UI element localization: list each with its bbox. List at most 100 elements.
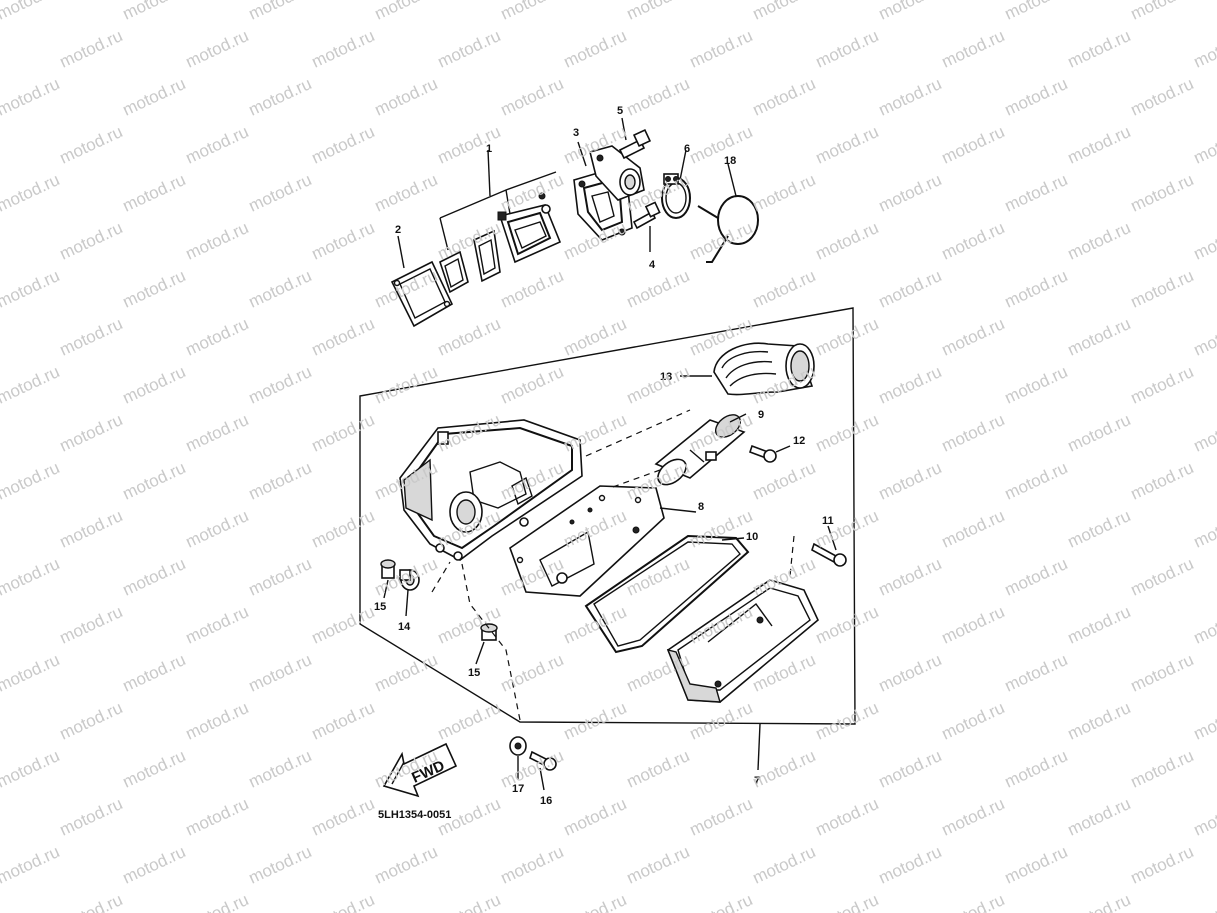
watermark-text: motod.ru <box>57 26 126 72</box>
washer-part-17 <box>509 736 527 756</box>
watermark-text: motod.ru <box>1002 746 1071 792</box>
watermark-text: motod.ru <box>687 890 756 913</box>
watermark-text: motod.ru <box>750 0 819 24</box>
watermark-text: motod.ru <box>750 842 819 888</box>
watermark-text: motod.ru <box>687 506 756 552</box>
watermark-text: motod.ru <box>1128 0 1197 24</box>
watermark-text: motod.ru <box>1002 650 1071 696</box>
watermark-text: motod.ru <box>57 698 126 744</box>
air-box-cover <box>666 579 819 703</box>
watermark-text: motod.ru <box>750 746 819 792</box>
joint-tube-part-9 <box>654 414 746 486</box>
watermark-text: motod.ru <box>939 506 1008 552</box>
watermark-text: motod.ru <box>309 410 378 456</box>
watermark-text: motod.ru <box>120 842 189 888</box>
watermark-text: motod.ru <box>624 842 693 888</box>
watermark-text: motod.ru <box>246 458 315 504</box>
watermark-text: motod.ru <box>876 458 945 504</box>
watermark-text: motod.ru <box>183 794 252 840</box>
watermark-text: motod.ru <box>309 794 378 840</box>
watermark-text: motod.ru <box>309 890 378 913</box>
watermark-text: motod.ru <box>561 314 630 360</box>
leader-lines <box>383 117 837 791</box>
watermark-text: motod.ru <box>876 74 945 120</box>
watermark-text: motod.ru <box>246 362 315 408</box>
watermark-text: motod.ru <box>876 650 945 696</box>
watermark-text: motod.ru <box>0 0 62 24</box>
watermark-text: motod.ru <box>1128 554 1197 600</box>
watermark-text: motod.ru <box>813 218 882 264</box>
callout-17: 17 <box>512 783 524 795</box>
wire-clip-part-18 <box>697 195 759 263</box>
watermark-text: motod.ru <box>120 170 189 216</box>
watermark-text: motod.ru <box>1128 458 1197 504</box>
watermark-text: motod.ru <box>309 698 378 744</box>
watermark-text: motod.ru <box>750 170 819 216</box>
watermark-text: motod.ru <box>57 218 126 264</box>
watermark-text: motod.ru <box>120 746 189 792</box>
watermark-text: motod.ru <box>624 0 693 24</box>
watermark-text: motod.ru <box>498 266 567 312</box>
callout-1: 1 <box>486 143 492 155</box>
watermark-text: motod.ru <box>309 314 378 360</box>
watermark-text: motod.ru <box>1002 170 1071 216</box>
intake-boot-part-13 <box>713 342 815 396</box>
watermark-text: motod.ru <box>120 554 189 600</box>
watermark-text: motod.ru <box>183 602 252 648</box>
watermark-text: motod.ru <box>183 314 252 360</box>
watermark-text: motod.ru <box>624 746 693 792</box>
watermark-text: motod.ru <box>561 602 630 648</box>
diagram-code: 5LH1354-0051 <box>378 809 451 821</box>
watermark-text: motod.ru <box>939 410 1008 456</box>
bolt-part-16 <box>529 750 557 771</box>
watermark-text: motod.ru <box>687 122 756 168</box>
watermark-text: motod.ru <box>624 554 693 600</box>
watermark-text: motod.ru <box>1002 266 1071 312</box>
watermark-text: motod.ru <box>876 170 945 216</box>
watermark-text: motod.ru <box>1002 554 1071 600</box>
callout-numbers: 1 2 3 4 5 6 7 8 9 10 11 12 13 14 15 15 1… <box>374 105 834 807</box>
watermark-text: motod.ru <box>246 650 315 696</box>
watermark-text: motod.ru <box>687 26 756 72</box>
watermark-text: motod.ru <box>1191 602 1217 648</box>
watermark-text: motod.ru <box>876 554 945 600</box>
callout-10: 10 <box>746 531 758 543</box>
watermark-text: motod.ru <box>57 602 126 648</box>
watermark-text: motod.ru <box>1065 506 1134 552</box>
watermark-text: motod.ru <box>183 410 252 456</box>
assembly-guides <box>431 409 795 721</box>
plate-part-8 <box>509 485 665 597</box>
watermark-text: motod.ru <box>372 554 441 600</box>
watermark-text: motod.ru <box>750 266 819 312</box>
watermark-text: motod.ru <box>435 698 504 744</box>
watermark-text: motod.ru <box>813 794 882 840</box>
watermark-text: motod.ru <box>0 746 62 792</box>
watermark-text: motod.ru <box>750 74 819 120</box>
watermark-text: motod.ru <box>498 650 567 696</box>
watermark-text: motod.ru <box>813 890 882 913</box>
watermark-text: motod.ru <box>57 890 126 913</box>
watermark-text: motod.ru <box>183 698 252 744</box>
watermark-text: motod.ru <box>1002 0 1071 24</box>
watermark-text: motod.ru <box>120 0 189 24</box>
watermark-text: motod.ru <box>1191 314 1217 360</box>
watermark-text: motod.ru <box>435 890 504 913</box>
bolt-part-4 <box>632 201 661 230</box>
watermark-text: motod.ru <box>0 458 62 504</box>
watermark-text: motod.ru <box>372 74 441 120</box>
watermark-text: motod.ru <box>876 842 945 888</box>
watermark-text: motod.ru <box>1191 506 1217 552</box>
watermark-text: motod.ru <box>876 266 945 312</box>
assembly-boundary <box>359 307 856 725</box>
collar-part-14 <box>399 569 420 591</box>
watermark-text: motod.ru <box>1128 842 1197 888</box>
watermark-text: motod.ru <box>183 506 252 552</box>
callout-3: 3 <box>573 127 579 139</box>
watermark-text: motod.ru <box>0 362 62 408</box>
watermark-text: motod.ru <box>813 314 882 360</box>
watermark-text: motod.ru <box>561 410 630 456</box>
watermark-text: motod.ru <box>1065 410 1134 456</box>
watermark-text: motod.ru <box>1191 698 1217 744</box>
watermark-text: motod.ru <box>687 794 756 840</box>
